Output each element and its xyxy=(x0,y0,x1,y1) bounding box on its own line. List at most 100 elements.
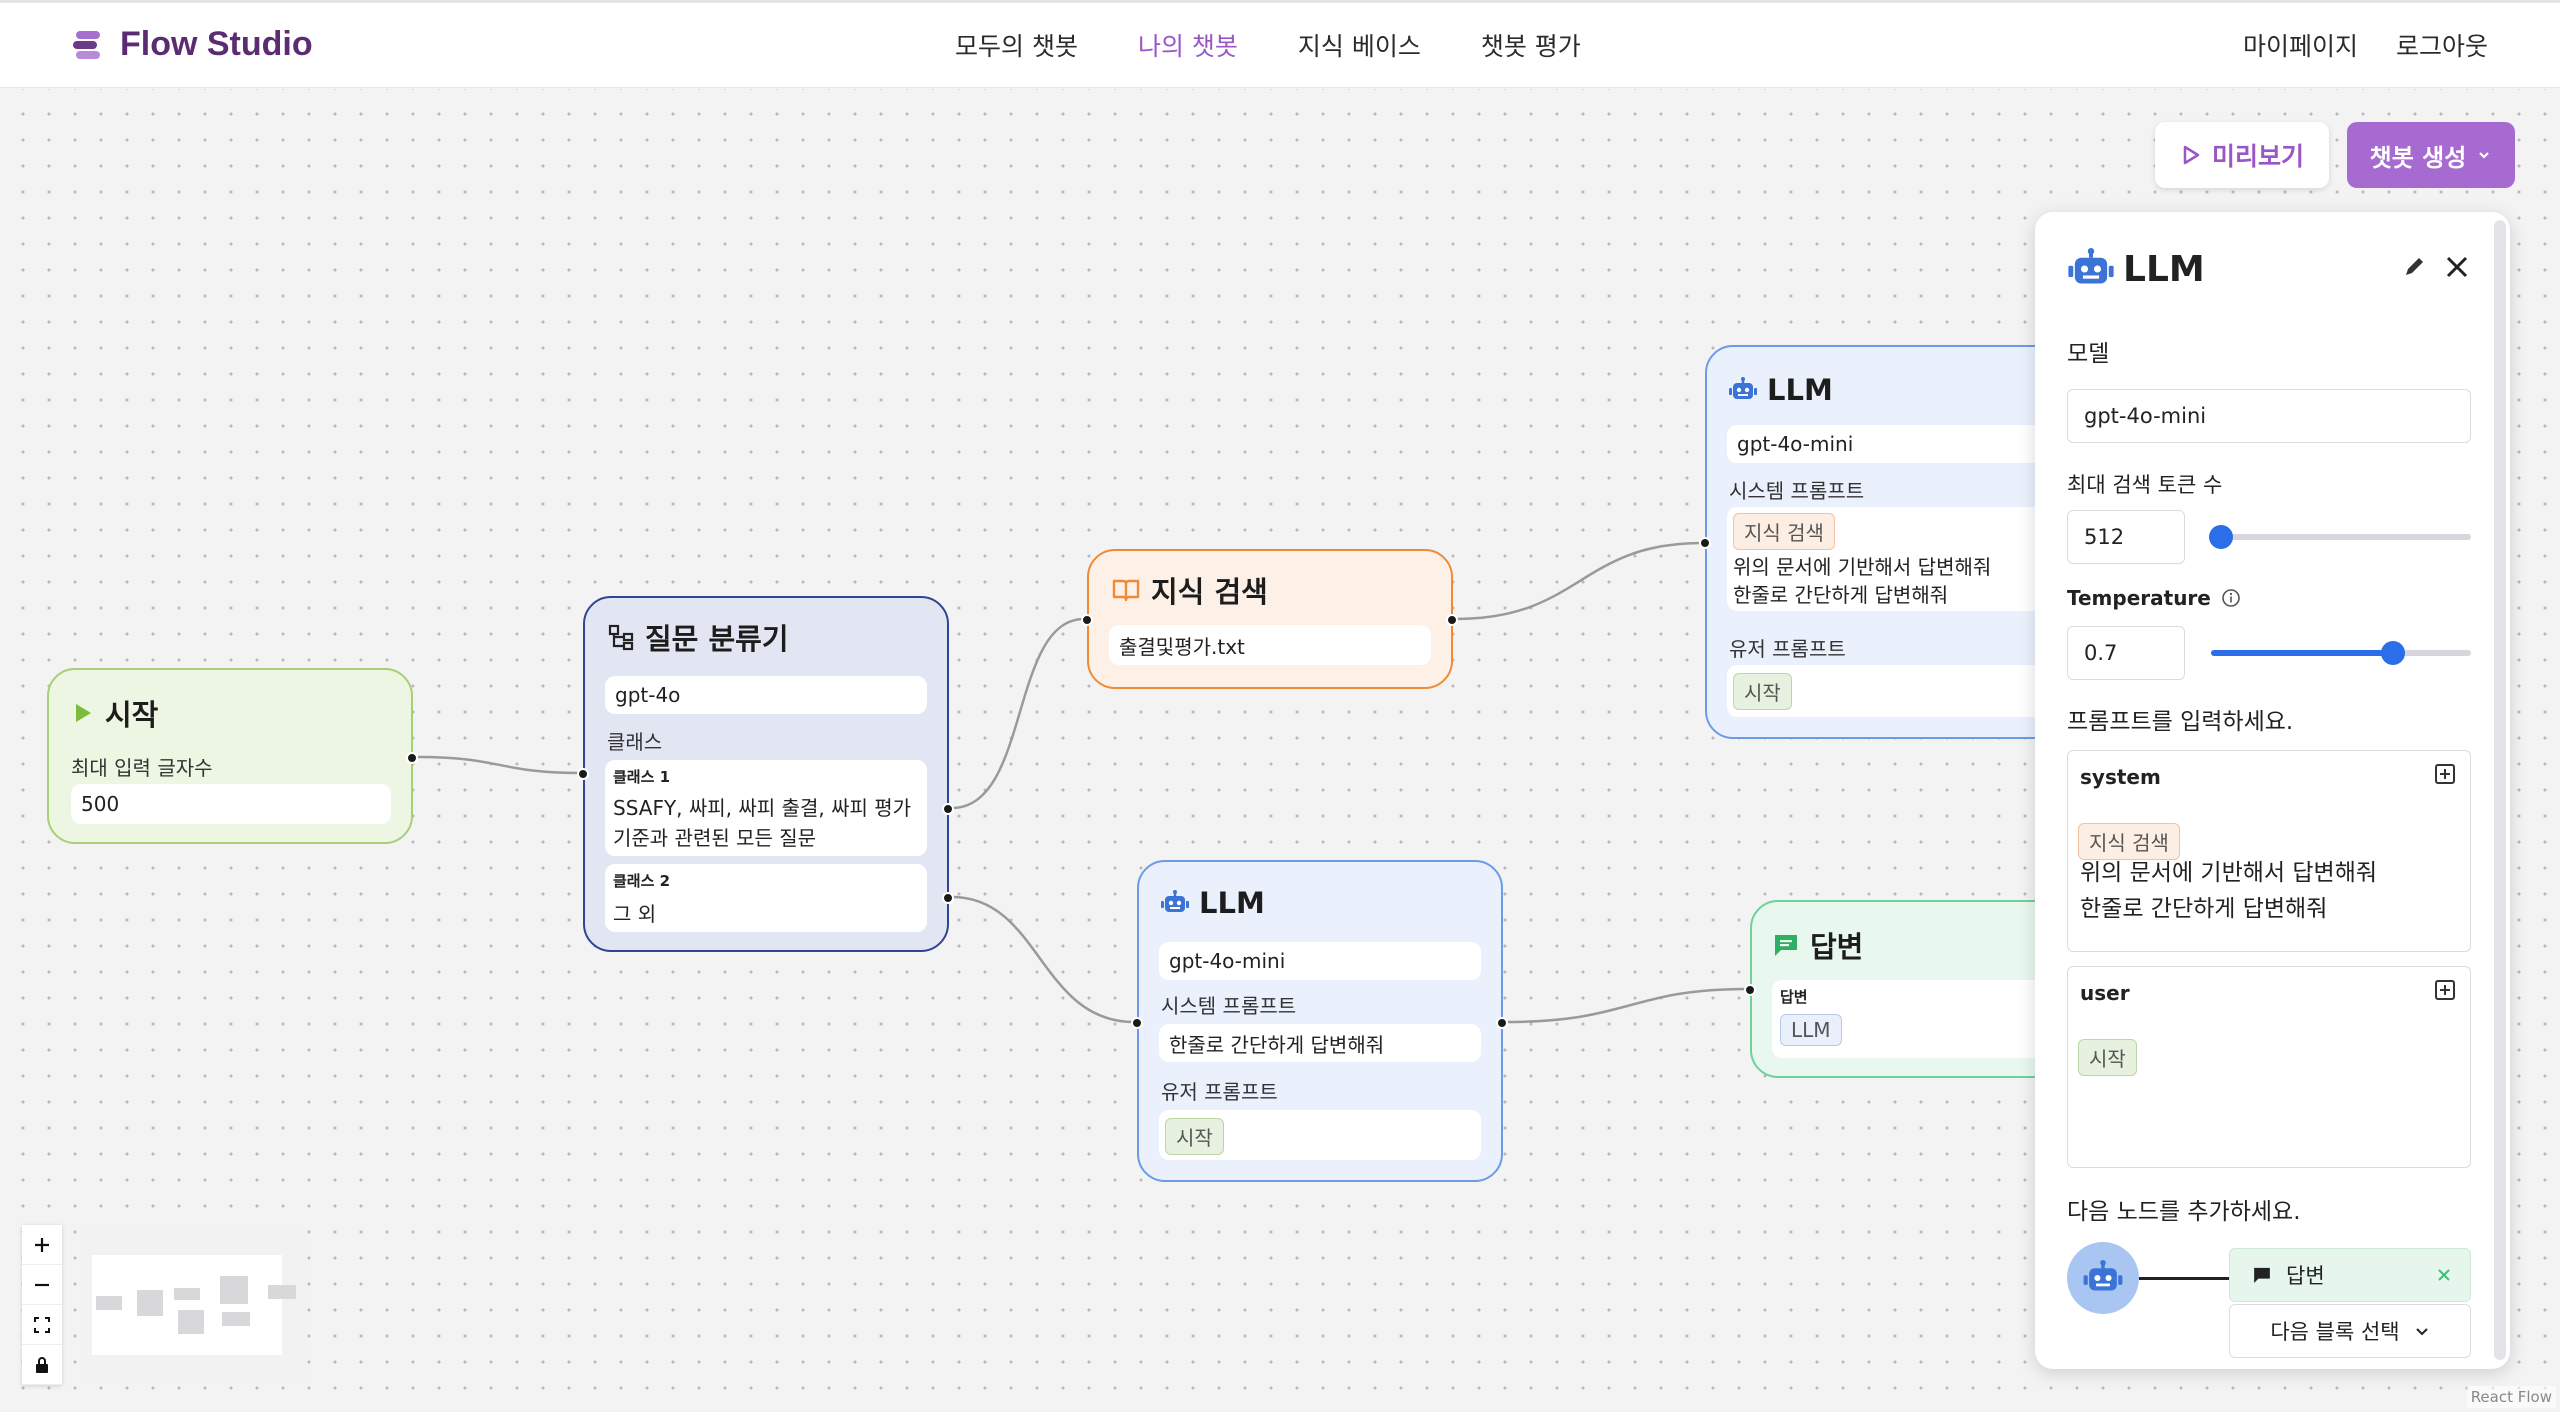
llm1-input-handle[interactable] xyxy=(1699,537,1711,549)
user-prompt-box[interactable]: user 시작 xyxy=(2067,966,2471,1168)
system-prompt-box[interactable]: system 지식 검색 위의 문서에 기반해서 답변해줘 한줄로 간단하게 답… xyxy=(2067,750,2471,952)
llm1-system-label: 시스템 프롬프트 xyxy=(1729,479,1865,503)
lock-icon xyxy=(36,1356,48,1373)
mypage-link[interactable]: 마이페이지 xyxy=(2242,32,2358,61)
next-node-name: 답변 xyxy=(2286,1264,2325,1288)
panel-title: LLM xyxy=(2067,248,2205,290)
classes-label: 클래스 xyxy=(607,730,663,754)
max-input-label: 최대 입력 글자수 xyxy=(71,756,213,780)
max-tokens-input[interactable]: 512 xyxy=(2067,510,2185,564)
minimap[interactable] xyxy=(82,1230,307,1380)
llm2-model[interactable]: gpt-4o-mini xyxy=(1159,942,1481,980)
answer-input-handle[interactable] xyxy=(1744,984,1756,996)
max-tokens-slider-knob[interactable] xyxy=(2209,525,2234,549)
user-links: 마이페이지 로그아웃 xyxy=(2243,27,2488,63)
class-1-output-handle[interactable] xyxy=(942,803,954,815)
search-file[interactable]: 출결및평가.txt xyxy=(1109,625,1431,665)
node-llm-2[interactable]: LLM gpt-4o-mini 시스템 프롬프트 한줄로 간단하게 답변해줘 유… xyxy=(1131,860,1508,1182)
max-input-value[interactable]: 500 xyxy=(71,784,391,824)
node-llm2-title: LLM xyxy=(1161,886,1265,920)
zoom-in-button[interactable] xyxy=(22,1225,62,1265)
class-2-text: 그 외 xyxy=(613,902,657,926)
llm2-input-handle[interactable] xyxy=(1131,1017,1143,1029)
system-prompt-tag: 지식 검색 xyxy=(2078,823,2180,860)
llm1-system-line2: 한줄로 간단하게 답변해줘 xyxy=(1733,583,1949,607)
next-block-select[interactable]: 다음 블록 선택 xyxy=(2229,1304,2471,1358)
llm1-system-line1: 위의 문서에 기반해서 답변해줘 xyxy=(1733,555,1992,579)
zoom-out-button[interactable] xyxy=(22,1265,62,1305)
brand[interactable]: Flow Studio xyxy=(70,25,313,64)
node-search-title: 지식 검색 xyxy=(1111,569,1268,611)
remove-icon[interactable] xyxy=(2436,1267,2452,1283)
model-select[interactable]: gpt-4o-mini xyxy=(2067,389,2471,443)
answer-llm-tag: LLM xyxy=(1780,1014,1842,1046)
nav-knowledge-base[interactable]: 지식 베이스 xyxy=(1297,32,1421,61)
fit-view-icon xyxy=(34,1316,50,1333)
node-knowledge-search[interactable]: 지식 검색 출결및평가.txt xyxy=(1081,549,1458,689)
class-2-card[interactable]: 클래스 2 그 외 xyxy=(605,864,927,932)
system-role-label: system xyxy=(2080,765,2161,789)
llm1-user-tag: 시작 xyxy=(1733,673,1792,710)
next-node-label: 다음 노드를 추가하세요. xyxy=(2067,1199,2301,1225)
chat-bubble-icon xyxy=(1775,935,1797,956)
llm2-system-prompt[interactable]: 한줄로 간단하게 답변해줘 xyxy=(1159,1024,1481,1062)
close-icon[interactable] xyxy=(2444,254,2470,280)
user-prompt-tag: 시작 xyxy=(2078,1039,2137,1076)
temperature-slider-fill xyxy=(2211,650,2393,656)
system-prompt-line1: 위의 문서에 기반해서 답변해줘 xyxy=(2080,860,2378,886)
robot-icon xyxy=(1161,890,1189,912)
fit-view-button[interactable] xyxy=(22,1305,62,1345)
class-2-output-handle[interactable] xyxy=(942,892,954,904)
panel-scrollbar[interactable] xyxy=(2494,220,2506,1360)
temperature-slider[interactable] xyxy=(2211,641,2471,665)
max-tokens-label: 최대 검색 토큰 수 xyxy=(2067,473,2223,497)
class-1-label: 클래스 1 xyxy=(613,768,671,786)
max-tokens-slider[interactable] xyxy=(2209,525,2471,549)
temperature-slider-knob[interactable] xyxy=(2381,641,2405,665)
robot-icon xyxy=(2083,1260,2123,1291)
search-output-handle[interactable] xyxy=(1446,614,1458,626)
chevron-down-icon xyxy=(2415,1328,2428,1336)
class-1-card[interactable]: 클래스 1 SSAFY, 싸피, 싸피 출결, 싸피 평가 기준과 관련된 모든… xyxy=(605,760,927,856)
edit-pencil-icon[interactable] xyxy=(2402,255,2426,279)
prompt-label: 프롬프트를 입력하세요. xyxy=(2067,709,2294,735)
llm2-user-prompt[interactable]: 시작 xyxy=(1159,1110,1481,1160)
node-answer-title: 답변 xyxy=(1772,924,1863,966)
nav-my-chatbots[interactable]: 나의 챗봇 xyxy=(1137,32,1238,61)
start-output-handle[interactable] xyxy=(406,752,418,764)
llm1-system-tag: 지식 검색 xyxy=(1733,513,1835,550)
temperature-input[interactable]: 0.7 xyxy=(2067,626,2185,680)
app-title: Flow Studio xyxy=(120,25,313,63)
classifier-model[interactable]: gpt-4o xyxy=(605,676,927,714)
main-nav: 모두의 챗봇 나의 챗봇 지식 베이스 챗봇 평가 xyxy=(955,27,1581,63)
answer-field-label: 답변 xyxy=(1780,988,1808,1006)
logout-link[interactable]: 로그아웃 xyxy=(2395,32,2488,61)
current-node-avatar xyxy=(2067,1242,2139,1314)
preview-button[interactable]: 미리보기 xyxy=(2155,122,2329,188)
llm-settings-panel: LLM 모델 gpt-4o-mini 최대 검색 토큰 수 512 Temper… xyxy=(2035,212,2510,1369)
react-flow-attribution[interactable]: React Flow xyxy=(2466,1386,2556,1408)
robot-icon xyxy=(1729,377,1757,399)
add-variable-icon[interactable] xyxy=(2434,763,2456,785)
node-start[interactable]: 시작 최대 입력 글자수 500 xyxy=(47,668,418,844)
llm2-output-handle[interactable] xyxy=(1496,1017,1508,1029)
robot-icon xyxy=(2068,248,2114,284)
temperature-label-row: Temperature xyxy=(2067,586,2241,610)
classifier-input-handle[interactable] xyxy=(577,768,589,780)
flow-controls xyxy=(22,1225,62,1385)
create-chatbot-button[interactable]: 챗봇 생성 xyxy=(2347,122,2515,188)
panel-actions xyxy=(2402,254,2470,280)
llm2-user-label: 유저 프롬프트 xyxy=(1161,1080,1278,1104)
search-input-handle[interactable] xyxy=(1081,614,1093,626)
nav-chatbot-eval[interactable]: 챗봇 평가 xyxy=(1480,32,1581,61)
nav-all-chatbots[interactable]: 모두의 챗봇 xyxy=(955,32,1078,61)
info-icon[interactable] xyxy=(2221,588,2241,608)
add-variable-icon[interactable] xyxy=(2434,979,2456,1001)
lock-button[interactable] xyxy=(22,1345,62,1385)
class-1-text-line2: 기준과 관련된 모든 질문 xyxy=(613,826,817,850)
flow-logo-icon xyxy=(73,30,100,59)
class-1-text-line1: SSAFY, 싸피, 싸피 출결, 싸피 평가 xyxy=(613,796,912,820)
llm2-user-tag: 시작 xyxy=(1165,1118,1224,1155)
next-node-chip[interactable]: 답변 xyxy=(2229,1248,2471,1302)
node-classifier[interactable]: 질문 분류기 gpt-4o 클래스 클래스 1 SSAFY, 싸피, 싸피 출결… xyxy=(577,596,954,952)
